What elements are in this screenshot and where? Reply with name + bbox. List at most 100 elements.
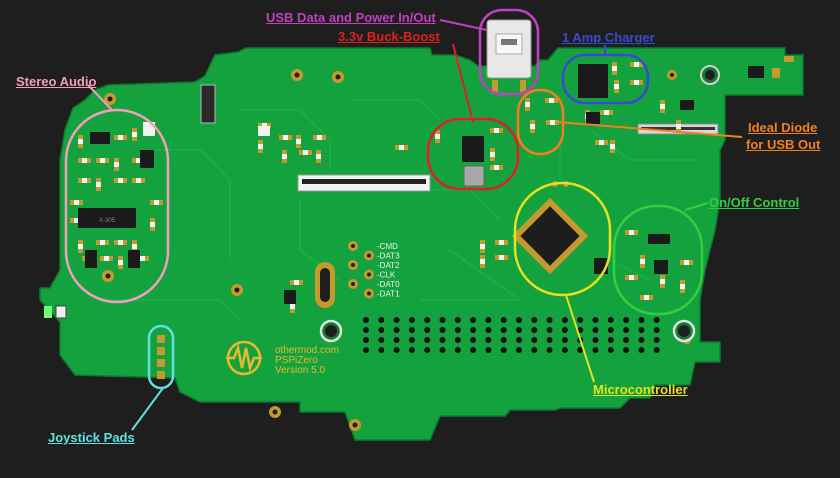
smd-pad: [612, 71, 617, 75]
header-hole: [378, 337, 385, 343]
header-hole: [623, 347, 630, 353]
smd-pad: [639, 80, 643, 85]
logo-text-version: Version 5.0: [275, 365, 325, 376]
header-hole: [577, 317, 584, 323]
smd-pad: [78, 249, 83, 253]
header-hole: [378, 347, 385, 353]
header-hole: [378, 317, 385, 323]
header-hole: [531, 327, 538, 333]
header-hole: [439, 327, 446, 333]
smd-pad: [132, 137, 137, 141]
smd-pad: [612, 62, 617, 66]
smd-pad: [595, 140, 599, 145]
smd-pad: [145, 256, 149, 261]
smd-pad: [530, 129, 535, 133]
sd-pin-label: -DAT3: [377, 252, 400, 261]
smd-body: [612, 66, 617, 71]
transistor: [586, 112, 600, 124]
header-hole: [424, 327, 431, 333]
smd-body: [525, 102, 530, 107]
smd-pad: [649, 295, 653, 300]
smd-body: [634, 62, 639, 67]
sd-pad-hole: [367, 291, 371, 296]
smd-body: [614, 84, 619, 89]
smd-body: [140, 256, 145, 261]
smd-body: [494, 165, 499, 170]
smd-body: [100, 240, 105, 245]
header-hole: [516, 327, 522, 333]
smd-body: [154, 200, 159, 205]
smd-pad: [299, 280, 303, 285]
header-hole: [607, 317, 614, 323]
sd-pad-hole: [367, 272, 371, 277]
smd-pad: [554, 98, 558, 103]
header-hole: [485, 327, 492, 333]
label-usb: USB Data and Power In/Out: [266, 10, 436, 25]
header-hole: [516, 337, 522, 343]
header-hole-grid: [363, 317, 660, 353]
smd-pad: [109, 256, 113, 261]
smd-pad: [123, 240, 127, 245]
smd-body: [629, 230, 634, 235]
transistor: [680, 100, 694, 110]
smd-pad: [480, 264, 485, 268]
smd-pad: [495, 255, 499, 260]
leader-mcu: [565, 294, 595, 383]
audio-ic: [85, 250, 97, 268]
smd-body: [610, 144, 615, 149]
smd-body: [118, 135, 123, 140]
smd-pad: [290, 280, 294, 285]
audio-ic: [128, 250, 140, 268]
header-hole: [592, 317, 599, 323]
smd-body: [150, 222, 155, 227]
smd-body: [78, 139, 83, 144]
header-hole: [638, 317, 645, 323]
smd-body: [136, 158, 141, 163]
header-hole: [408, 337, 415, 343]
transistor: [648, 234, 670, 244]
header-hole: [592, 327, 599, 333]
label-ideal-diode: Ideal Diode: [748, 120, 818, 135]
smd-body: [294, 280, 299, 285]
smd-body: [258, 126, 270, 136]
header-hole: [454, 317, 461, 323]
smd-pad: [499, 128, 503, 133]
smd-pad: [634, 230, 638, 235]
smd-pad: [96, 178, 101, 182]
header-hole: [454, 327, 461, 333]
header-hole: [393, 347, 400, 353]
smd-body: [74, 200, 79, 205]
smd-pad: [640, 264, 645, 268]
leader-usb: [439, 19, 488, 31]
smd-body: [629, 275, 634, 280]
smd-pad: [78, 240, 83, 244]
leader-joystick: [131, 387, 164, 431]
smd-pad: [614, 80, 619, 84]
header-hole: [470, 347, 477, 353]
header-hole: [500, 347, 507, 353]
smd-pad: [639, 62, 643, 67]
smd-body: [316, 154, 321, 159]
smd-body: [100, 158, 105, 163]
smd-pad: [258, 149, 263, 153]
header-hole: [363, 317, 369, 323]
smd-body: [118, 260, 123, 265]
buck-inductor: [463, 165, 485, 187]
smd-pad: [78, 144, 83, 148]
highlight-usb: [478, 8, 540, 96]
smd-body: [258, 144, 263, 149]
smd-body: [118, 240, 123, 245]
header-hole: [363, 347, 369, 353]
smd-pad: [132, 128, 137, 132]
smd-pad: [490, 165, 494, 170]
smd-pad: [630, 80, 634, 85]
smd-pad: [123, 135, 127, 140]
header-hole: [531, 317, 538, 323]
smd-pad: [296, 135, 301, 139]
header-hole: [592, 347, 599, 353]
header-hole: [561, 317, 568, 323]
header-hole: [500, 317, 507, 323]
smd-body: [480, 244, 485, 249]
header-hole: [546, 317, 553, 323]
